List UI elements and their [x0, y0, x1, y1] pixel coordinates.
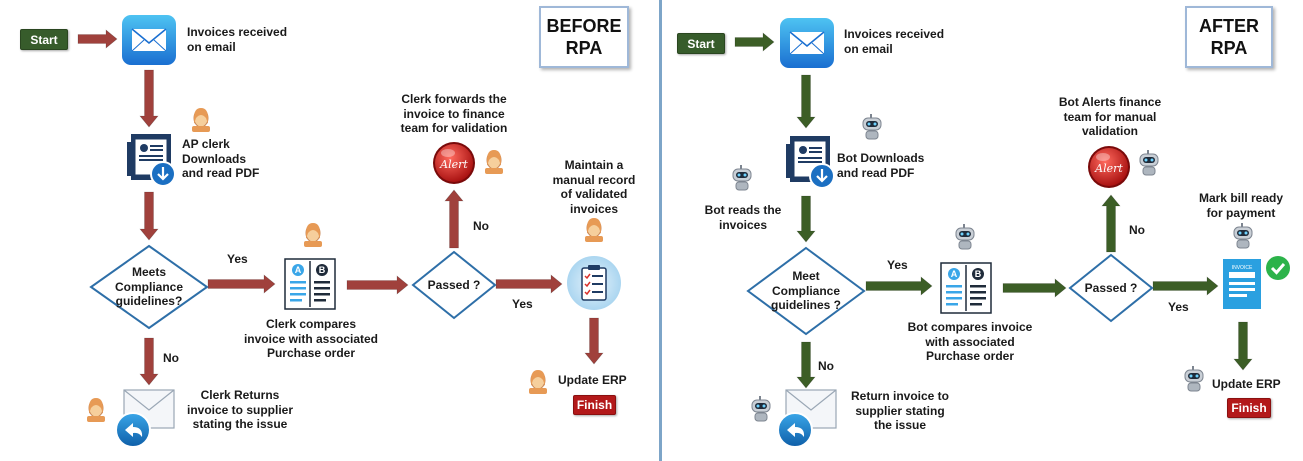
download-document-icon	[125, 132, 177, 188]
passed-decision-diamond	[411, 250, 497, 320]
bot-compares-label: Bot compares invoice with associated Pur…	[907, 320, 1033, 363]
invoices-received-label: Invoices received on email	[844, 27, 945, 56]
finish-button: Finish	[573, 395, 616, 415]
flow-arrow-start-to-email	[734, 32, 775, 52]
flow-arrow-email-to-download	[796, 74, 816, 129]
bot-download-label: Bot Downloads and read PDF	[837, 151, 925, 180]
maintain-record-label: Maintain a manual record of validated in…	[552, 158, 636, 216]
mark-bill-label: Mark bill ready for payment	[1198, 191, 1284, 220]
flow-arrow-compliance-to-compare	[207, 274, 276, 294]
clerk-person-icon	[584, 217, 604, 243]
robot-icon	[1233, 222, 1253, 249]
flow-arrow-compare-to-passed	[346, 275, 409, 295]
yes-label: Yes	[227, 252, 248, 266]
flow-arrow-compliance-to-return	[139, 337, 159, 386]
flow-arrow-passed-to-record	[495, 274, 563, 294]
flow-arrow-invoice-to-erp	[1233, 321, 1253, 371]
clerk-person-icon	[86, 397, 106, 423]
invoices-received-label: Invoices received on email	[187, 25, 288, 54]
invoice-tag-text: INVOICE	[1232, 265, 1253, 271]
email-envelope-icon	[779, 17, 835, 69]
clerk-download-label: AP clerk Downloads and read PDF	[182, 137, 260, 180]
clerk-returns-label: Clerk Returns invoice to supplier statin…	[186, 388, 294, 431]
doc-b-letter: B	[974, 269, 982, 279]
return-invoice-label: Return invoice to supplier stating the i…	[850, 389, 949, 432]
start-button: Start	[20, 29, 68, 50]
clerk-person-icon	[191, 107, 211, 133]
flow-arrow-download-to-compliance	[796, 195, 816, 243]
yes-label: Yes	[1168, 300, 1189, 314]
clerk-forwards-label: Clerk forwards the invoice to finance te…	[400, 92, 508, 135]
robot-icon	[751, 395, 771, 422]
clerk-person-icon	[484, 149, 504, 175]
after-title-box: AFTER RPA	[1185, 6, 1273, 68]
clerk-person-icon	[528, 369, 548, 395]
flow-arrow-compliance-to-return	[796, 341, 816, 389]
flow-arrow-compliance-to-compare	[865, 276, 933, 296]
robot-icon	[732, 164, 752, 191]
start-button: Start	[677, 33, 725, 54]
clerk-compares-label: Clerk compares invoice with associated P…	[243, 317, 379, 360]
passed-decision-diamond	[1068, 253, 1154, 323]
green-check-icon	[1264, 254, 1292, 282]
doc-a-letter: A	[950, 269, 958, 279]
robot-icon	[955, 223, 975, 250]
robot-icon	[862, 113, 882, 140]
flow-arrow-start-to-email	[77, 29, 118, 49]
flow-arrow-record-to-erp	[584, 317, 604, 365]
panel-divider	[659, 0, 662, 461]
email-envelope-icon	[121, 14, 177, 66]
alert-text: Alert	[439, 158, 468, 171]
flow-arrow-download-to-compliance	[139, 191, 159, 241]
bot-alerts-label: Bot Alerts finance team for manual valid…	[1058, 95, 1162, 138]
no-label: No	[473, 219, 489, 233]
alert-text: Alert	[1094, 162, 1123, 175]
robot-icon	[1139, 149, 1159, 176]
no-label: No	[1129, 223, 1145, 237]
doc-a-letter: A	[294, 265, 302, 275]
flow-arrow-passed-to-alert	[444, 189, 464, 249]
update-erp-label: Update ERP	[1212, 377, 1281, 391]
update-erp-label: Update ERP	[558, 373, 627, 387]
no-label: No	[163, 351, 179, 365]
bot-reads-label: Bot reads the invoices	[704, 203, 782, 232]
flow-arrow-passed-to-alert	[1101, 194, 1121, 253]
compliance-decision-diamond	[89, 244, 209, 330]
flow-arrow-passed-to-invoice	[1152, 276, 1219, 296]
robot-icon	[1184, 365, 1204, 392]
compliance-decision-diamond	[746, 246, 866, 336]
flow-arrow-compare-to-passed	[1002, 278, 1067, 298]
yes-label: Yes	[887, 258, 908, 272]
doc-b-letter: B	[318, 265, 326, 275]
yes-label: Yes	[512, 297, 533, 311]
reply-mail-icon	[777, 389, 837, 448]
clerk-person-icon	[303, 222, 323, 248]
flow-arrow-email-to-download	[139, 69, 159, 128]
checklist-clipboard-icon	[566, 255, 622, 311]
download-document-icon	[784, 134, 836, 190]
reply-mail-icon	[115, 389, 175, 448]
before-title-box: BEFORE RPA	[539, 6, 629, 68]
no-label: No	[818, 359, 834, 373]
finish-button: Finish	[1227, 398, 1271, 418]
